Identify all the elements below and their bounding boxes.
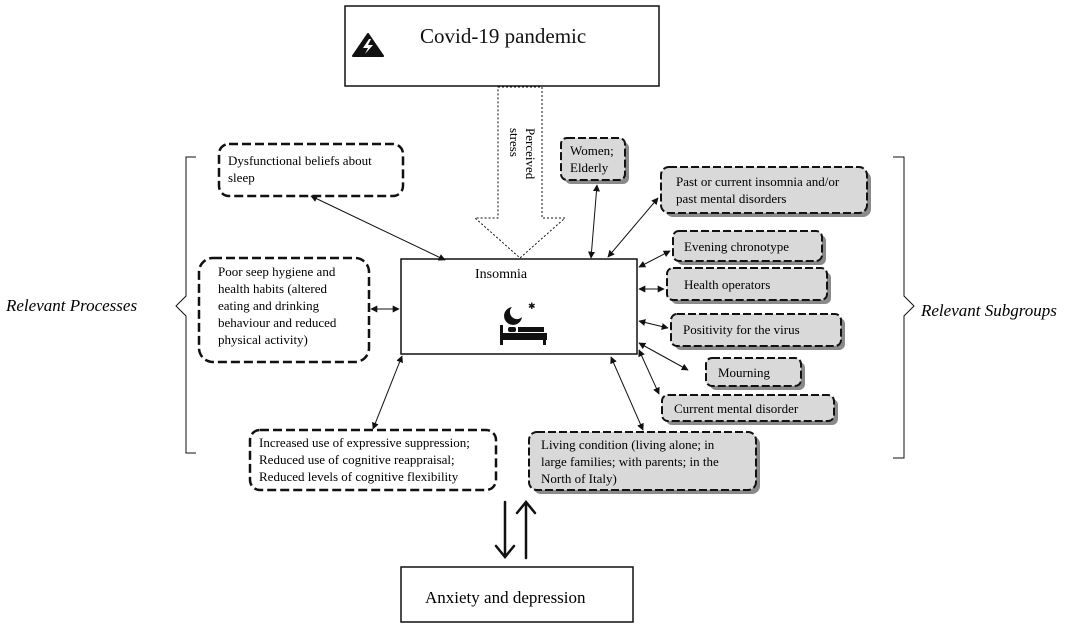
svg-text:North of Italy): North of Italy)	[541, 471, 617, 486]
svg-text:Past or current insomnia and/o: Past or current insomnia and/or	[676, 174, 840, 189]
left-brace	[175, 156, 196, 454]
svg-text:Reduced use of cognitive reapp: Reduced use of cognitive reappraisal;	[259, 452, 455, 467]
svg-text:Increased use of expressive su: Increased use of expressive suppression;	[259, 435, 470, 450]
subgroup-box-positivity: Positivity for the virus	[670, 313, 845, 350]
relevant-processes-label: Relevant Processes	[5, 296, 137, 315]
svg-text:sleep: sleep	[228, 170, 255, 185]
svg-text:Poor seep hygiene and: Poor seep hygiene and	[218, 264, 336, 279]
arrow-positivity	[638, 319, 669, 330]
svg-text:Health operators: Health operators	[684, 277, 770, 292]
svg-text:behaviour and reduced: behaviour and reduced	[218, 315, 337, 330]
subgroup-box-evening: Evening chronotype	[672, 230, 826, 265]
svg-text:Women;: Women;	[570, 143, 614, 158]
bidirectional-arrows	[494, 500, 537, 560]
lightning-bolt-icon	[352, 33, 384, 57]
svg-text:✱: ✱	[528, 302, 536, 312]
process-box-hygiene: Poor seep hygiene and health habits (alt…	[197, 256, 371, 364]
arrow-living	[610, 356, 644, 431]
svg-text:eating and drinking: eating and drinking	[218, 298, 320, 313]
subgroup-box-health-operators: Health operators	[666, 267, 831, 304]
process-box-emotion: Increased use of expressive suppression;…	[248, 428, 498, 492]
anxiety-box	[400, 566, 634, 623]
svg-text:Dysfunctional beliefs about: Dysfunctional beliefs about	[228, 153, 372, 168]
subgroup-box-living: Living condition (living alone; in large…	[528, 431, 760, 494]
right-brace	[893, 156, 915, 459]
covid-box	[344, 5, 660, 87]
subgroup-box-women: Women; Elderly	[560, 137, 629, 184]
relevant-subgroups-label: Relevant Subgroups	[920, 301, 1057, 320]
svg-text:large families; with parents;: large families; with parents; in the	[541, 454, 719, 469]
sleep-bed-moon-icon: ✱	[500, 302, 547, 345]
covid-title: Covid-19 pandemic	[420, 24, 586, 48]
subgroup-box-past-insomnia: Past or current insomnia and/or past men…	[660, 166, 871, 217]
arrow-women	[588, 184, 600, 259]
svg-text:past mental disorders: past mental disorders	[676, 191, 786, 206]
perceived-stress-arrow	[473, 86, 567, 259]
svg-text:Living condition (living alone: Living condition (living alone; in	[541, 437, 715, 452]
arrow-current-mental	[638, 349, 660, 395]
insomnia-title: Insomnia	[475, 267, 528, 282]
svg-text:physical activity): physical activity)	[218, 332, 308, 347]
svg-text:Elderly: Elderly	[570, 160, 609, 175]
process-box-beliefs: Dysfunctional beliefs about sleep	[217, 142, 405, 198]
svg-text:Current mental disorder: Current mental disorder	[674, 401, 799, 416]
arrow-beliefs	[310, 195, 446, 261]
svg-text:Positivity for the virus: Positivity for the virus	[683, 322, 800, 337]
svg-text:health habits (altered: health habits (altered	[218, 281, 328, 296]
arrow-emotion	[372, 355, 403, 430]
arrow-evening	[638, 250, 671, 268]
subgroup-box-mourning: Mourning	[705, 357, 805, 390]
subgroup-box-current-mental: Current mental disorder	[661, 394, 838, 425]
svg-text:Mourning: Mourning	[718, 365, 771, 380]
svg-text:Reduced levels of cognitive fl: Reduced levels of cognitive flexibility	[259, 469, 459, 484]
arrow-mourning	[638, 342, 689, 371]
connector-arrows	[310, 184, 689, 431]
stress-label-line2: stress	[507, 128, 522, 157]
anxiety-title: Anxiety and depression	[425, 588, 586, 607]
svg-text:Evening chronotype: Evening chronotype	[684, 239, 789, 254]
arrow-past-insomnia	[607, 197, 659, 258]
stress-label-line1: Perceived	[523, 128, 538, 180]
